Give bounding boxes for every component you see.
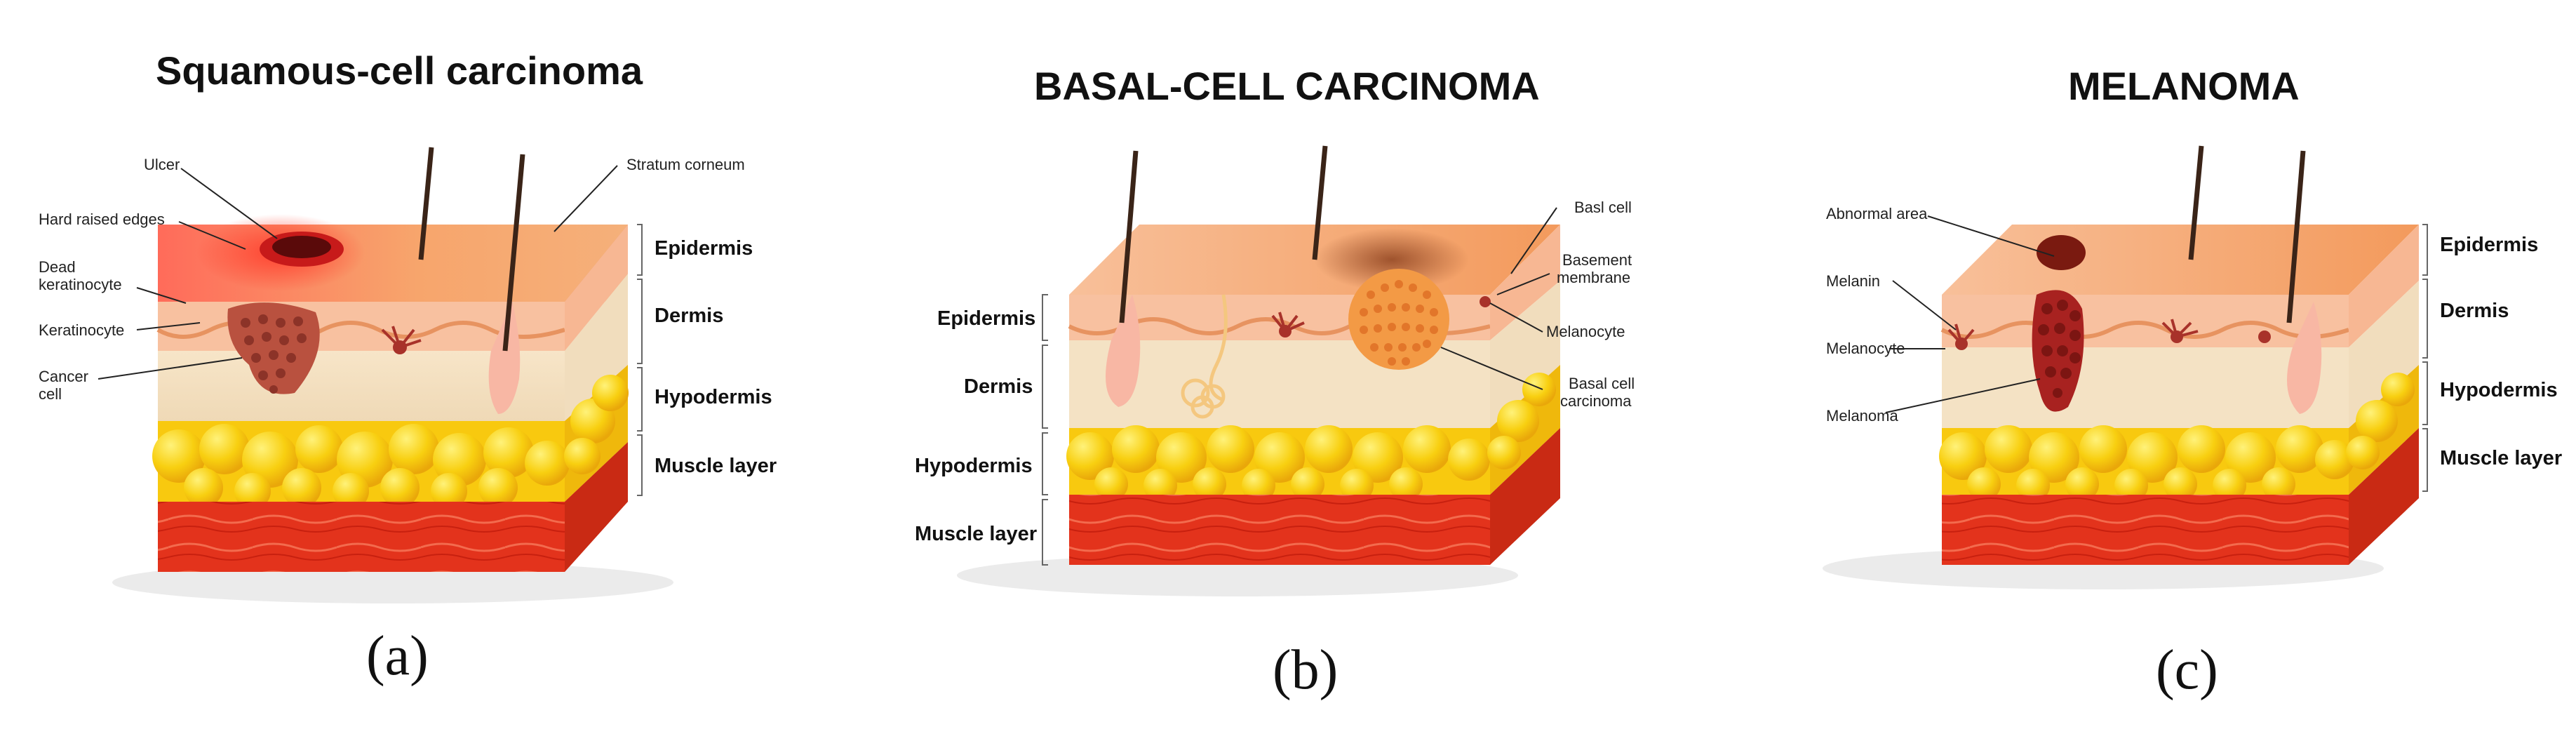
label-hard-raised-edges: Hard raised edges [39, 211, 165, 228]
label-abnormal-area: Abnormal area [1826, 205, 1928, 222]
label-melanocyte: Melanocyte [1826, 340, 1905, 357]
melanocyte [1480, 296, 1491, 307]
label-basement-membrane-2: membrane [1557, 269, 1631, 286]
layer-hypodermis: Hypodermis [2440, 379, 2558, 401]
label-basal-cell: Basl cell [1574, 199, 1632, 216]
label-basal-cell-carcinoma-1: Basal cell [1569, 375, 1635, 392]
label-dead-keratinocyte-2: keratinocyte [39, 276, 122, 293]
panel-melanoma: MELANOMA (c) Abnormal area Melanin Melan… [1717, 0, 2576, 748]
panel-b-tag: (b) [1273, 639, 1339, 701]
label-cancer-cell-2: cell [39, 385, 62, 403]
abnormal-area [2037, 235, 2086, 270]
layer-muscle: Muscle layer [915, 523, 1038, 545]
layer-epidermis: Epidermis [937, 307, 1036, 330]
layer-dermis: Dermis [655, 305, 724, 327]
basal-skin-illustration [957, 145, 1560, 596]
label-melanin: Melanin [1826, 272, 1881, 290]
muscle-layer [1069, 495, 1490, 565]
hair [418, 147, 434, 260]
panel-c-title: MELANOMA [2068, 64, 2300, 108]
label-melanocyte: Melanocyte [1546, 323, 1625, 340]
layer-epidermis: Epidermis [2440, 234, 2539, 256]
layer-hypodermis: Hypodermis [655, 386, 772, 408]
label-dead-keratinocyte-1: Dead [39, 258, 76, 276]
panel-c-tag: (c) [2156, 639, 2218, 701]
panel-basal-cell-carcinoma: BASAL-CELL CARCINOMA (b) Basl cell Basem… [859, 0, 1717, 748]
panel-b-title: BASAL-CELL CARCINOMA [1034, 64, 1540, 108]
epidermis-layer [1942, 295, 2349, 347]
label-melanoma: Melanoma [1826, 407, 1898, 425]
dermis-layer [1942, 347, 2349, 428]
panel-a-tag: (a) [366, 625, 429, 687]
muscle-layer [1942, 495, 2349, 565]
epidermis-top-face [1942, 225, 2419, 295]
label-ulcer: Ulcer [144, 156, 180, 173]
hair [1119, 150, 1139, 323]
label-keratinocyte: Keratinocyte [39, 321, 125, 339]
panel-squamous-cell-carcinoma: Squamous-cell carcinoma (a) Ulcer Hard r… [0, 0, 859, 748]
squamous-skin-illustration [98, 147, 673, 603]
layer-hypodermis: Hypodermis [915, 455, 1033, 477]
hair [2188, 145, 2204, 260]
layer-epidermis: Epidermis [655, 237, 753, 260]
layer-dermis: Dermis [2440, 300, 2509, 322]
muscle-layer [158, 502, 565, 572]
layer-dermis: Dermis [964, 375, 1033, 398]
label-stratum-corneum: Stratum corneum [626, 156, 745, 173]
hair-follicle [488, 302, 521, 414]
melanocyte [381, 326, 422, 354]
melanoma-skin-illustration [1823, 145, 2428, 589]
panel-a-title: Squamous-cell carcinoma [156, 48, 643, 93]
label-basal-cell-carcinoma-2: carcinoma [1560, 392, 1632, 410]
sweat-gland [1181, 294, 1228, 419]
layer-muscle: Muscle layer [655, 455, 777, 477]
label-cancer-cell-1: Cancer [39, 368, 88, 385]
label-basement-membrane-1: Basement [1562, 251, 1632, 269]
melanocyte [1947, 319, 2271, 350]
layer-muscle: Muscle layer [2440, 447, 2563, 469]
